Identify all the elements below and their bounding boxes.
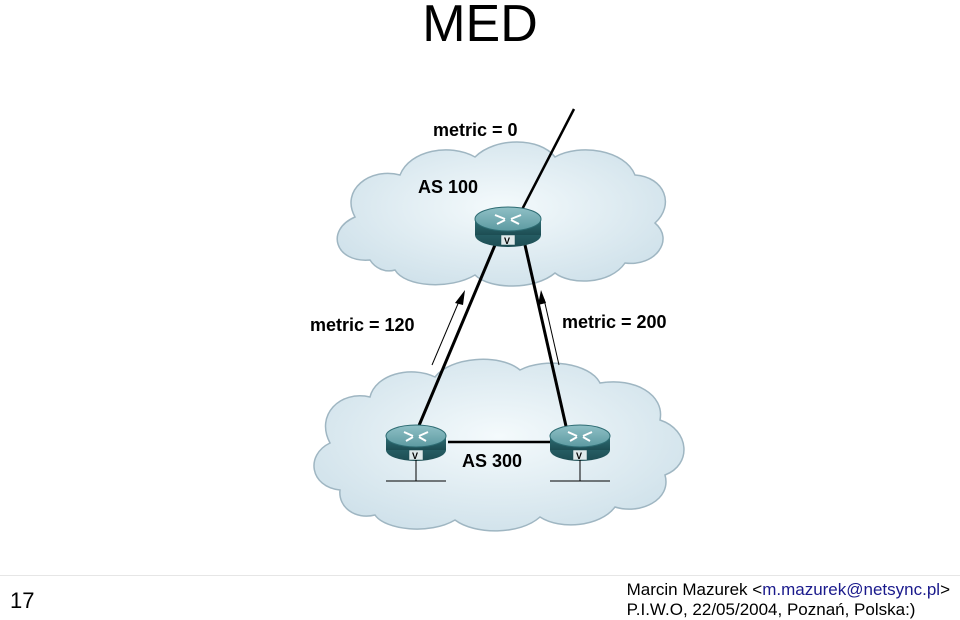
svg-text:V: V [412, 451, 418, 461]
router-icon: V [549, 424, 611, 482]
email-link[interactable]: m.mazurek@netsync.pl [762, 580, 941, 599]
link-left [413, 244, 497, 436]
author-name: Marcin Mazurek < [626, 580, 763, 599]
event-line: P.I.W.O, 22/05/2004, Poznań, Polska:) [626, 600, 916, 619]
bgp-med-diagram: V V V metric = 0 AS 100 metric = 120 met… [310, 108, 685, 532]
cloud-as-300 [313, 358, 685, 532]
arrow-right-metric [538, 290, 560, 366]
footer-divider [0, 575, 960, 576]
link-right [523, 244, 570, 436]
metric-right-label: metric = 200 [562, 312, 667, 332]
metric-left-label: metric = 120 [310, 315, 415, 335]
router-icon: V [474, 206, 542, 247]
metric-top-label: metric = 0 [433, 120, 518, 140]
router-icon: V [385, 424, 447, 482]
slide-number: 17 [10, 588, 35, 613]
svg-text:V: V [576, 451, 582, 461]
slide-title: MED [422, 0, 538, 53]
as-100-label: AS 100 [418, 177, 478, 197]
author-line: Marcin Mazurek <m.mazurek@netsync.pl> [627, 580, 950, 600]
external-link [511, 108, 576, 228]
arrow-left-metric [431, 290, 465, 366]
svg-text:V: V [504, 236, 510, 246]
author-end: > [940, 580, 950, 599]
as-300-label: AS 300 [462, 451, 522, 471]
footer-credits: Marcin Mazurek <m.mazurek@netsync.pl> P.… [627, 580, 950, 620]
